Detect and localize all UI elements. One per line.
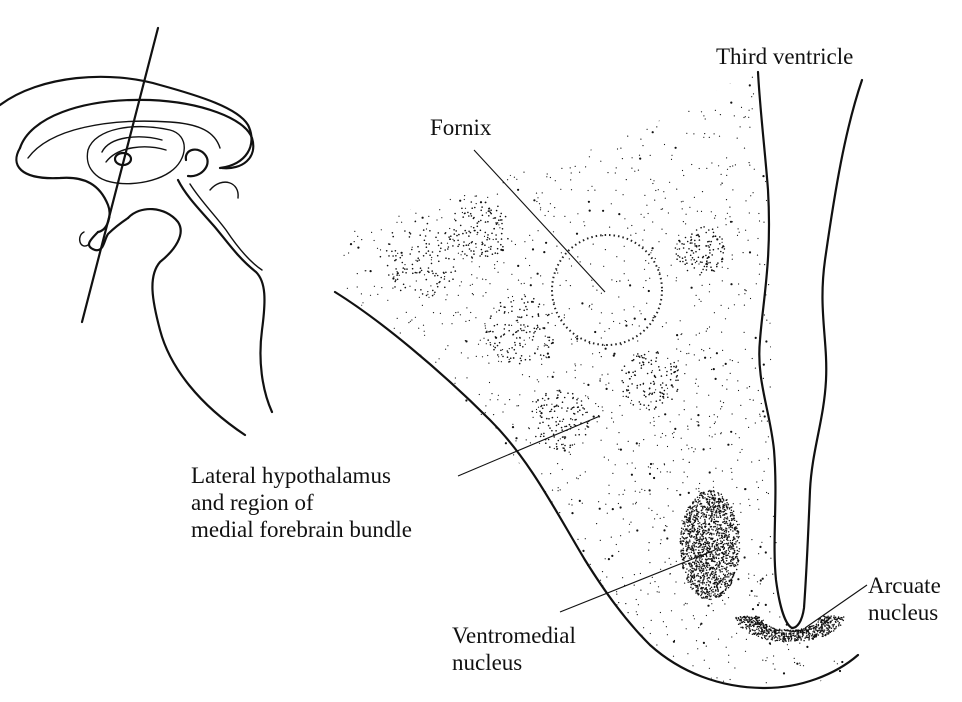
lateral-hypothalamus-line-1: Lateral hypothalamus [191,463,391,488]
lateral-hypothalamus-line-2: and region of [191,490,314,515]
lateral-hypothalamus-leader [457,415,601,477]
arcuate-line-2: nucleus [868,600,939,625]
third-ventricle-label: Third ventricle [716,44,854,69]
sagittal-brain-inset [0,26,274,437]
fornix-label: Fornix [430,115,492,140]
corpus-callosum [18,98,255,170]
callosum-inner [27,120,221,159]
lateral-hypothalamus-line-3: medial forebrain bundle [191,517,412,542]
frontal-outline [15,146,111,234]
fornix-outline [551,234,663,346]
arcuate-leader [804,584,868,629]
fornix-leader [473,149,606,293]
lateral-hypothalamus-label: Lateral hypothalamus and region of media… [191,462,412,543]
arcuate-line-1: Arcuate [868,573,941,598]
ventromedial-line-1: Ventromedial [452,623,576,648]
stippled-tissue [335,75,858,689]
brainstem-posterior [176,178,274,414]
cortex-outline [0,75,253,170]
arcuate-label: Arcuate nucleus [868,572,941,626]
third-ventricle-left-wall [756,70,794,630]
thalamus-loop [86,125,185,185]
ventromedial-nucleus [679,489,741,601]
pituitary-outline [87,216,130,252]
brainstem-outline [126,208,247,437]
lateral-boundary [333,290,860,690]
ventromedial-line-2: nucleus [452,650,523,675]
section-plane-line [80,26,160,324]
ventromedial-label: Ventromedial nucleus [452,622,576,676]
arcuate-nucleus [735,615,845,643]
third-ventricle-right-wall [790,78,864,630]
pineal-region [184,148,209,178]
ventromedial-leader [559,549,716,613]
